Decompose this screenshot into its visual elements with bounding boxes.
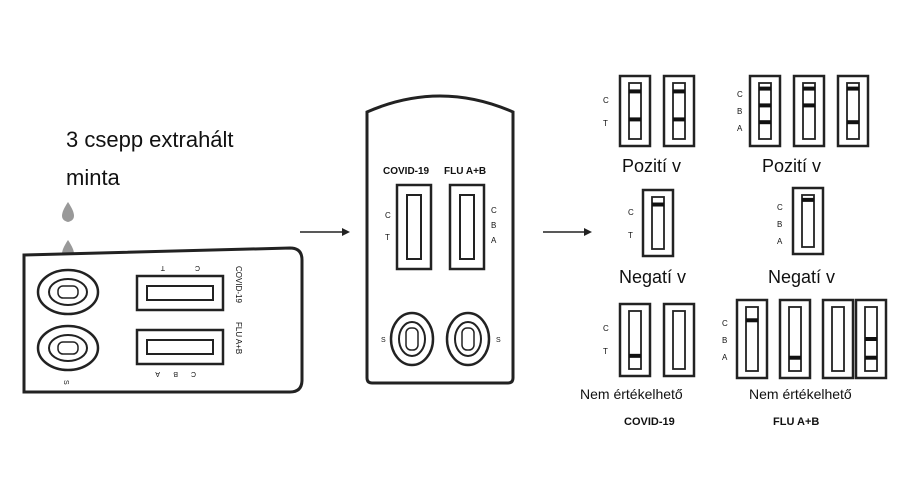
- mark-a: A: [155, 370, 160, 377]
- arrow-icon: [300, 228, 350, 236]
- test-line: [803, 86, 815, 91]
- label-covid: COVID-19: [234, 266, 243, 303]
- instruction-line-1: 3 csepp extrahált: [66, 127, 234, 152]
- test-line: [759, 86, 771, 91]
- negative-label-flu: Negatí v: [768, 267, 835, 287]
- middle-cassette: COVID-19 FLU A+B C T C B A S S: [365, 94, 515, 385]
- mark-b: B: [777, 220, 782, 229]
- mark-b: B: [737, 107, 742, 116]
- mark-c: C: [628, 208, 634, 217]
- test-line: [759, 103, 771, 108]
- strip-window: [788, 306, 802, 372]
- test-line: [802, 197, 814, 202]
- mark-c: C: [603, 324, 609, 333]
- mark-c: C: [195, 264, 200, 271]
- strip-window: [628, 310, 642, 370]
- strip-window: [672, 310, 686, 370]
- mark-a: A: [491, 236, 497, 245]
- mark-c: C: [722, 319, 728, 328]
- strip-window: [831, 306, 845, 372]
- strip-window: [651, 196, 665, 250]
- strip-window: [758, 82, 772, 140]
- mark-b: B: [173, 370, 178, 377]
- test-line: [673, 89, 685, 94]
- label-flu: FLU A+B: [234, 322, 243, 354]
- negative-label-covid: Negatí v: [619, 267, 686, 287]
- mark-c: C: [777, 203, 783, 212]
- strip-window: [846, 82, 860, 140]
- positive-label-covid: Pozití v: [622, 156, 681, 176]
- mark-c: C: [737, 90, 743, 99]
- mark-t: T: [603, 119, 608, 128]
- test-line: [629, 117, 641, 122]
- strip-window: [628, 82, 642, 140]
- mark-t: T: [160, 264, 165, 271]
- sample-mark: S: [496, 337, 501, 344]
- strip-window: [802, 82, 816, 140]
- strip-window: [801, 194, 815, 248]
- mark-c: C: [191, 370, 196, 377]
- test-line: [789, 355, 801, 360]
- sample-mark: S: [62, 380, 69, 385]
- mark-c: C: [491, 206, 497, 215]
- test-line: [847, 86, 859, 91]
- flu-caption: FLU A+B: [773, 416, 819, 428]
- result-strips: [618, 74, 888, 380]
- mark-b: B: [491, 221, 496, 230]
- test-line: [746, 318, 758, 323]
- test-line: [629, 353, 641, 358]
- mark-c: C: [603, 96, 609, 105]
- mark-b: B: [722, 336, 727, 345]
- instruction-line-2: minta: [66, 165, 121, 190]
- mark-t: T: [603, 347, 608, 356]
- test-line: [865, 355, 877, 360]
- left-cassette: S T C A B C COVID-19 FLU A+B: [22, 246, 304, 394]
- positive-label-flu: Pozití v: [762, 156, 821, 176]
- test-line: [629, 89, 641, 94]
- invalid-label-covid: Nem értékelhető: [580, 386, 683, 402]
- label-covid: COVID-19: [383, 166, 430, 177]
- mark-a: A: [737, 124, 743, 133]
- mark-a: A: [722, 353, 728, 362]
- test-line: [847, 120, 859, 125]
- sample-mark: S: [381, 337, 386, 344]
- strip-window: [745, 306, 759, 372]
- arrow-icon: [543, 228, 592, 236]
- strip-window: [672, 82, 686, 140]
- test-line: [759, 120, 771, 125]
- invalid-label-flu: Nem értékelhető: [749, 386, 852, 402]
- test-line: [652, 202, 664, 207]
- label-flu: FLU A+B: [444, 166, 486, 177]
- droplet-icon: [62, 202, 74, 222]
- covid-caption: COVID-19: [624, 416, 675, 428]
- mark-t: T: [628, 231, 633, 240]
- mark-a: A: [777, 237, 783, 246]
- test-line: [865, 337, 877, 341]
- test-line: [673, 117, 685, 122]
- test-line: [803, 103, 815, 108]
- mark-c: C: [385, 211, 391, 220]
- mark-t: T: [385, 233, 390, 242]
